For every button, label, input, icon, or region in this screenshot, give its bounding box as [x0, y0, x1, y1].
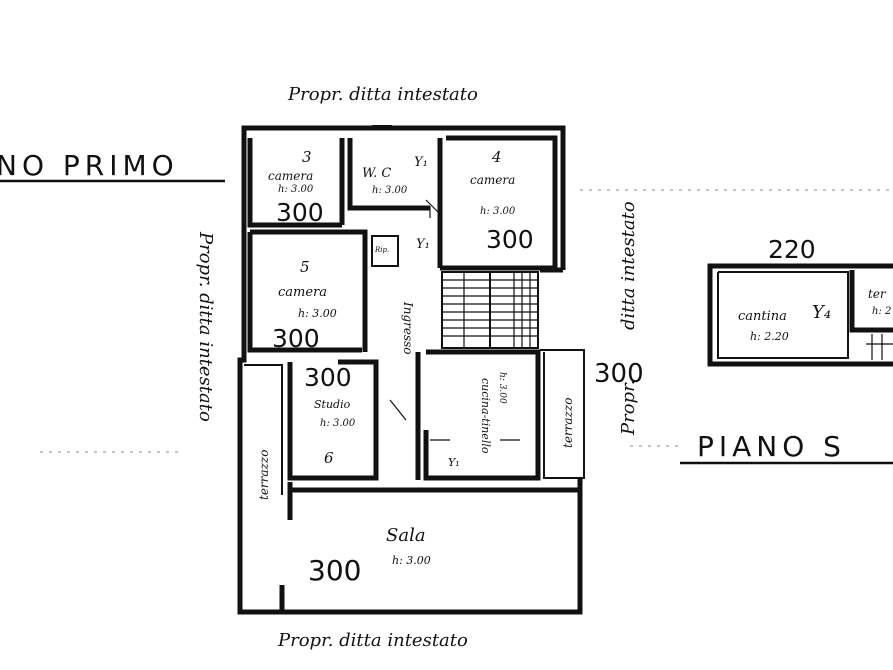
neighbor-right-upper-label: ditta intestato	[618, 201, 639, 330]
ingresso-label: Ingresso	[401, 301, 415, 355]
terrazzo-left-label: terrazzo	[257, 450, 271, 500]
wc-name: W. C	[362, 166, 391, 181]
staircase	[441, 271, 539, 349]
camera3-height: h: 3.00	[278, 184, 314, 195]
camera5-number: 5	[300, 258, 310, 276]
camera4-height: h: 3.00	[480, 206, 516, 217]
piano-primo-label: NO PRIMO	[0, 149, 179, 182]
sala-height: h: 3.00	[392, 554, 431, 567]
neighbor-right-lower-label: Propr.	[618, 380, 639, 436]
second-floor-partial-height: h: 2	[872, 306, 891, 317]
dimension-right: 300	[594, 359, 644, 389]
interior-walls	[244, 135, 585, 610]
studio-name: Studio	[314, 398, 351, 411]
second-floor-walls	[707, 263, 893, 367]
neighbor-top-label: Propr. ditta intestato	[287, 84, 478, 105]
cantina-height: h: 2.20	[750, 330, 789, 343]
cantina-fraction: Y₄	[812, 302, 831, 323]
rip-label: Rip.	[374, 246, 389, 254]
cucina-name: cucina-tinello	[479, 378, 492, 454]
terrazzo-right-label: terrazzo	[561, 398, 575, 448]
cucina-height: h: 3.00	[497, 372, 507, 404]
camera4-name: camera	[470, 173, 515, 187]
kitchen-fraction: Y₁	[448, 456, 460, 469]
door-marks	[389, 199, 520, 441]
camera5-height: h: 3.00	[298, 307, 337, 320]
wc-fraction: Y₁	[414, 155, 428, 170]
neighbor-bottom-label: Propr. ditta intestato	[277, 630, 468, 651]
camera3-size: 300	[276, 198, 324, 227]
studio-height: h: 3.00	[320, 418, 356, 429]
camera4-number: 4	[491, 148, 502, 166]
fraction-mid: Y₁	[416, 237, 430, 252]
camera3-number: 3	[302, 148, 312, 166]
camera5-name: camera	[278, 285, 327, 300]
piano-secondo-label: PIANO S	[697, 430, 846, 463]
camera5-size: 300	[272, 324, 320, 353]
sala-name: Sala	[386, 525, 426, 546]
second-floor-dimension: 220	[768, 235, 816, 264]
camera4-size: 300	[486, 225, 534, 254]
studio-number: 6	[324, 449, 334, 467]
wc-height: h: 3.00	[372, 185, 408, 196]
cantina-name: cantina	[738, 309, 787, 324]
camera3-name: camera	[268, 169, 313, 183]
second-floor-partial-name: ter	[868, 287, 887, 301]
sala-size: 300	[308, 554, 361, 587]
studio-size: 300	[304, 363, 352, 392]
neighbor-left-label: Propr. ditta intestato	[195, 231, 216, 422]
